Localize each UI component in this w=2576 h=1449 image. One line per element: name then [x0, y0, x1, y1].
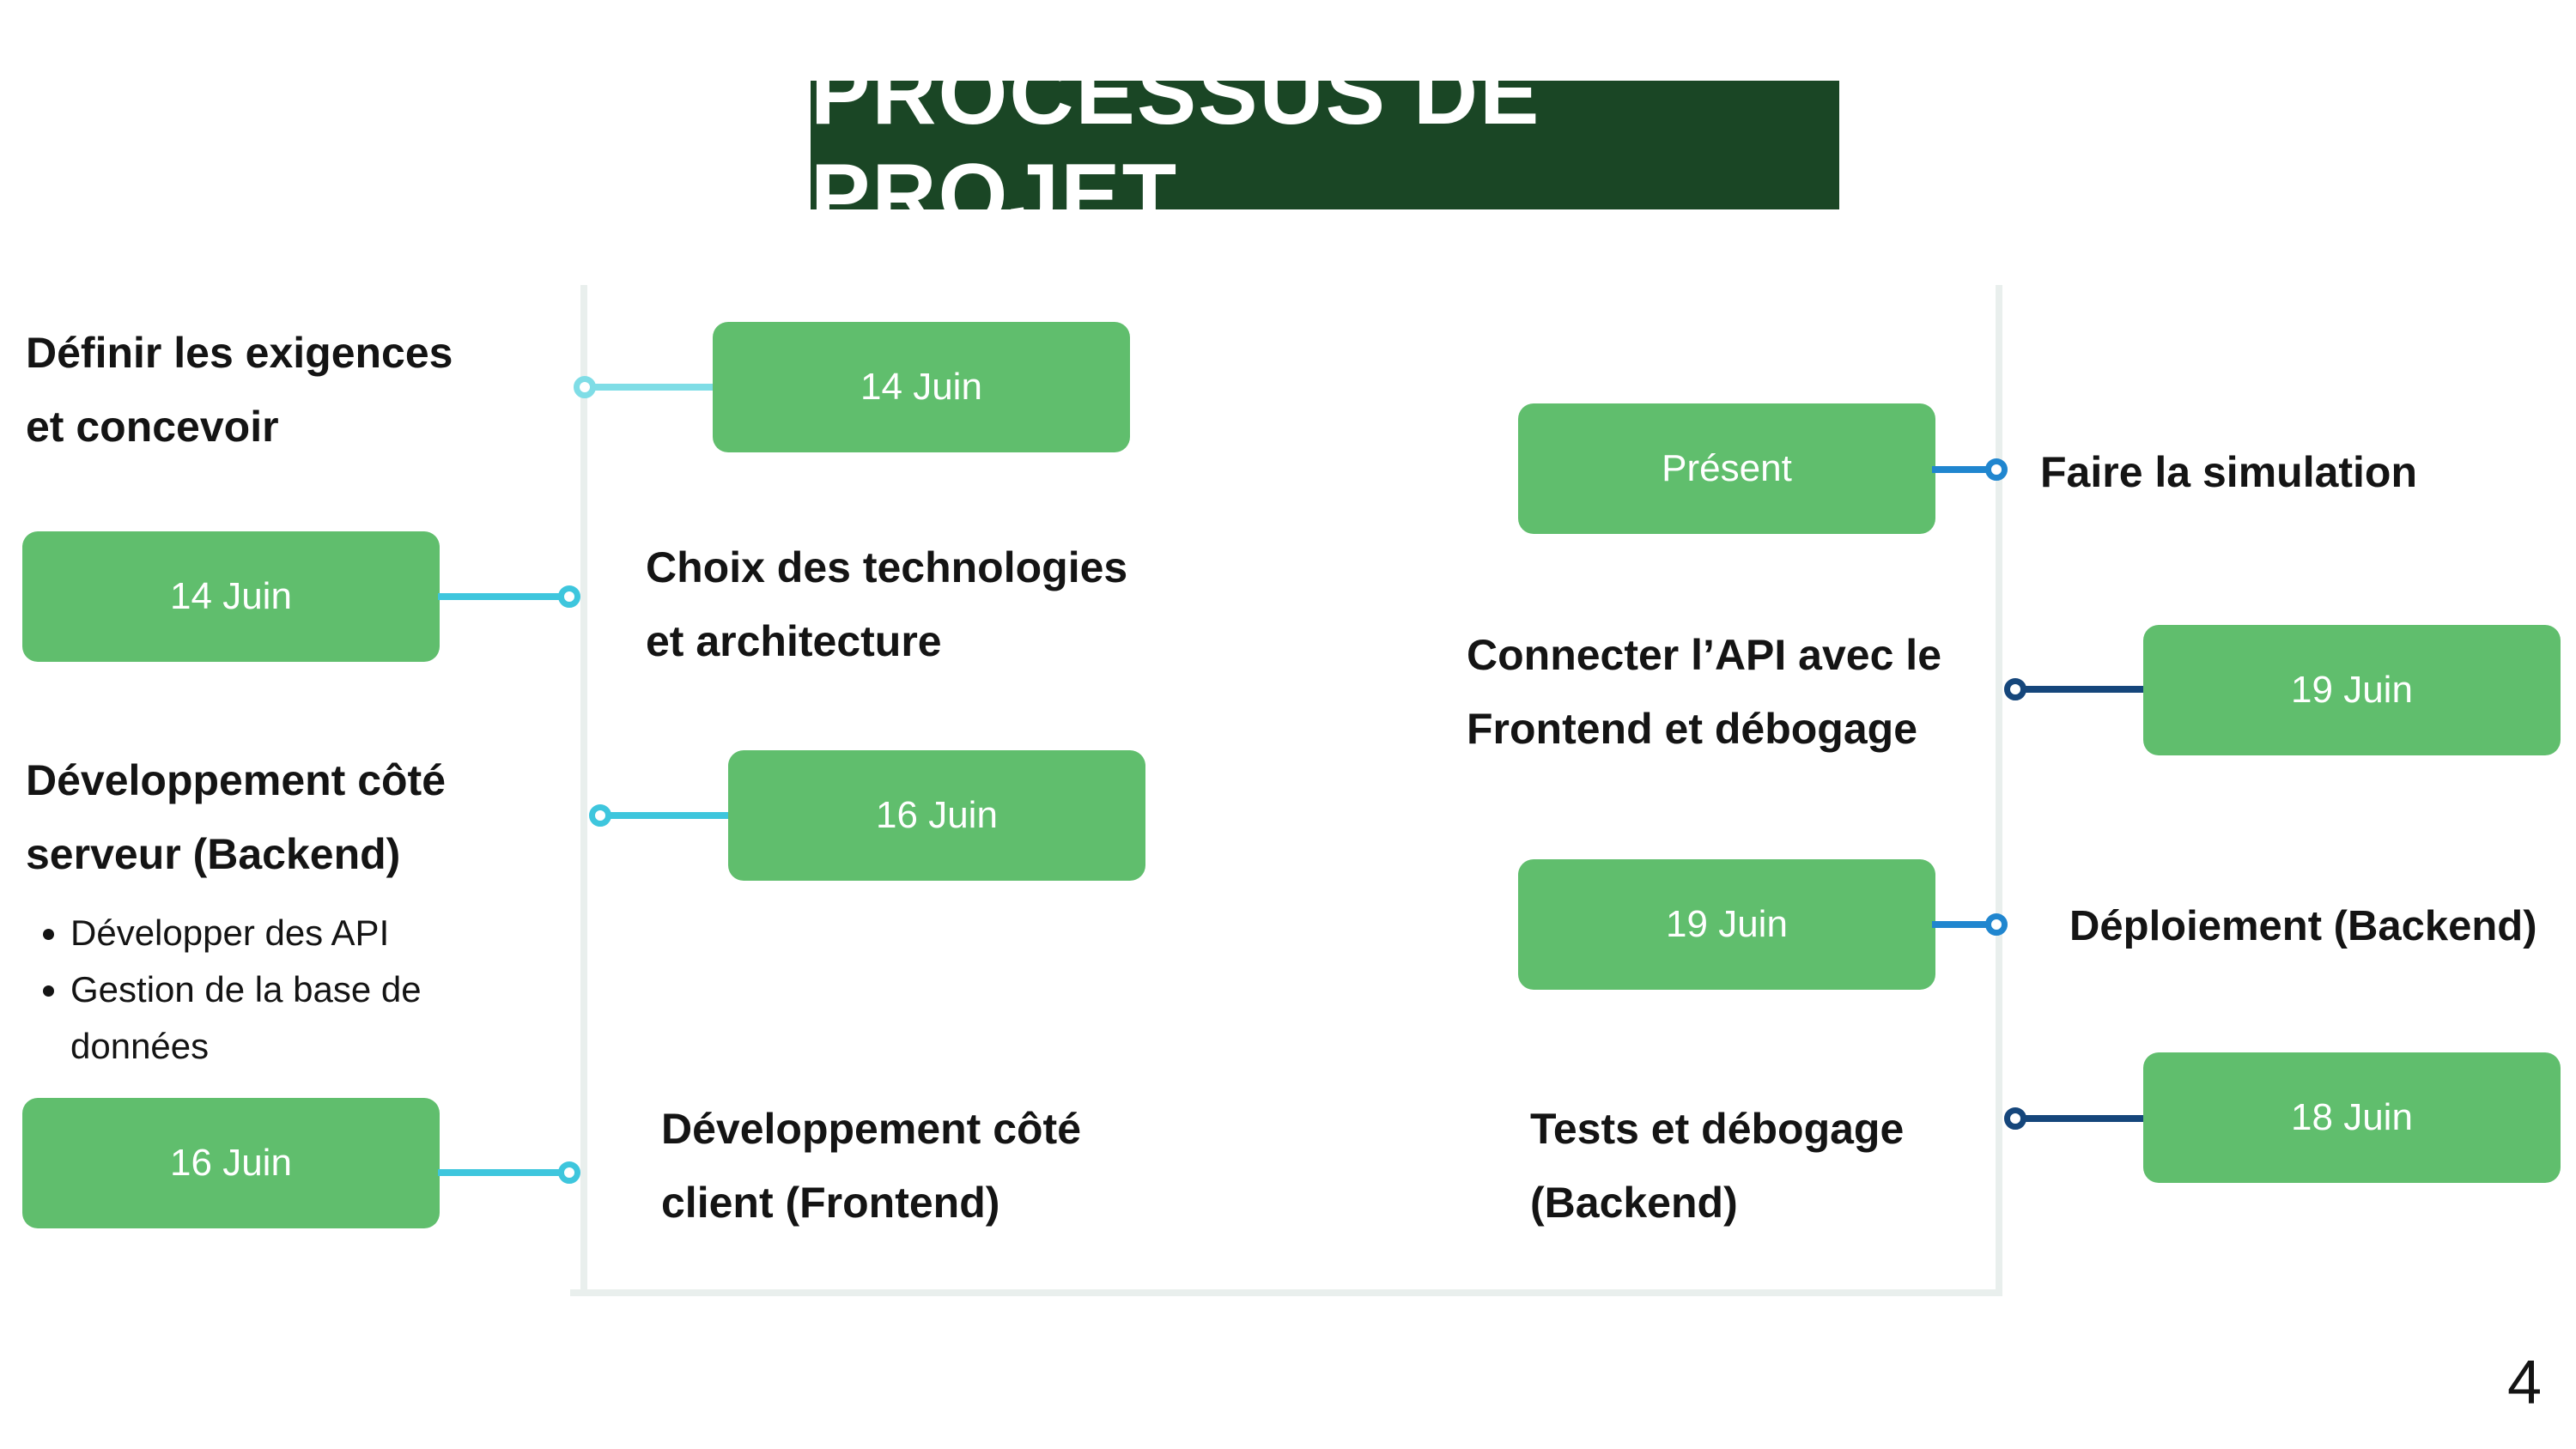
- step-1-date-badge: 14 Juin: [713, 322, 1130, 452]
- step-6-label: Déploiement (Backend): [2069, 903, 2537, 949]
- timeline-left-line: [580, 285, 587, 1296]
- step-8-label: Faire la simulation: [2040, 448, 2418, 496]
- page-title: PROCESSUS DE PROJET: [811, 44, 1839, 246]
- step-5-connector: [2023, 1115, 2147, 1122]
- step-1-connector: [584, 384, 718, 391]
- step-8-date-badge: Présent: [1518, 403, 1935, 534]
- step-1-node-icon: [574, 376, 596, 398]
- list-item: Gestion de la base de données: [70, 961, 517, 1075]
- step-2-node-icon: [558, 585, 580, 608]
- step-2-connector: [438, 593, 568, 600]
- step-4-node-icon: [558, 1161, 580, 1184]
- step-3-date-badge: 16 Juin: [728, 750, 1145, 881]
- step-2-date-badge: 14 Juin: [22, 531, 440, 662]
- step-3-bullet-list: Développer des API Gestion de la base de…: [34, 905, 517, 1075]
- list-item: Développer des API: [70, 905, 517, 961]
- step-8-node-icon: [1985, 458, 2008, 481]
- step-5-label: Tests et débogage(Backend): [1530, 1105, 1905, 1227]
- timeline-bottom-line: [570, 1289, 2002, 1296]
- step-3-node-icon: [589, 804, 611, 827]
- page-number: 4: [2507, 1349, 2543, 1417]
- step-4-connector: [438, 1169, 568, 1176]
- step-5-date-badge: 18 Juin: [2143, 1052, 2561, 1183]
- step-7-connector: [2023, 686, 2147, 693]
- step-4-date-badge: 16 Juin: [22, 1098, 440, 1228]
- step-6-date-badge: 19 Juin: [1518, 859, 1935, 990]
- timeline-right-line: [1996, 285, 2002, 1296]
- step-6-connector: [1932, 921, 1997, 928]
- step-8-connector: [1932, 466, 1997, 473]
- step-7-date-badge: 19 Juin: [2143, 625, 2561, 755]
- step-3-connector: [601, 812, 733, 819]
- step-6-node-icon: [1985, 913, 2008, 936]
